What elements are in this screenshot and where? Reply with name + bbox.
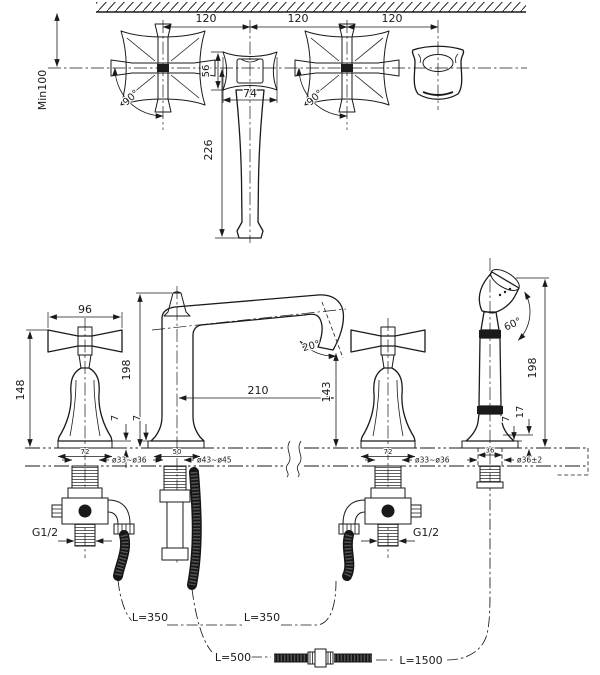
dim-7-handle: 7 [110, 415, 121, 421]
dim-50: 50 [173, 448, 182, 456]
bottom-view: 60° 96 148 198 7 7 210 143 [13, 258, 589, 668]
dim-56: 56 [201, 65, 212, 78]
hose-l350-2: L=350 [244, 611, 280, 624]
dim-72-right: 72 [384, 448, 393, 456]
left-dims: 96 148 198 7 7 [13, 292, 172, 468]
dim-120-row: 120 120 120 [162, 11, 439, 30]
dim-210: 210 [248, 384, 269, 397]
top-view: 120 120 120 Min100 90° 90° [35, 2, 527, 243]
dim-120-2: 120 [288, 12, 309, 25]
dim-7-spout: 7 [132, 415, 143, 421]
dim-120-3: 120 [382, 12, 403, 25]
hole-callouts: 72 ø33~ø36 50 ø43~ø45 72 ø33~ø36 36 ø36±… [57, 446, 543, 466]
below-deck-shower [476, 465, 504, 489]
dim-198-shower: 198 [526, 358, 539, 379]
dia-36pm2: ø36±2 [517, 456, 542, 465]
dim-min100-label: Min100 [36, 70, 49, 111]
dim-143: 143 [320, 382, 333, 403]
dim-min100: Min100 [35, 13, 60, 112]
jumper-hose [274, 648, 372, 668]
thread-g12-right: G1/2 [413, 526, 439, 539]
angle-20: 20° [301, 339, 321, 354]
thread-g12-left: G1/2 [32, 526, 58, 539]
angle-60: 60° [503, 316, 524, 333]
dia-33-36-right: ø33~ø36 [415, 456, 450, 465]
dim-36: 36 [486, 447, 495, 455]
dim-120-1: 120 [196, 12, 217, 25]
dim-96: 96 [78, 303, 92, 316]
hose-l350-1: L=350 [132, 611, 168, 624]
hose-callouts: L=350 L=350 L=500 L=1500 [117, 488, 491, 668]
spout-dims: 56 74 226 [200, 51, 278, 239]
hose-l500: L=500 [215, 651, 251, 664]
hose-l1500: L=1500 [399, 654, 442, 667]
wall-hatching [96, 2, 526, 13]
dim-148: 148 [14, 380, 27, 401]
dim-17: 17 [515, 406, 526, 419]
deck-section [25, 440, 589, 478]
handle-side-view [411, 45, 465, 100]
dim-198-spout: 198 [120, 360, 133, 381]
below-deck-left: G1/2 [31, 465, 135, 581]
dim-74: 74 [243, 87, 257, 100]
below-deck-right: G1/2 [338, 465, 440, 581]
dim-226: 226 [202, 140, 215, 161]
spout-reach-dims: 210 143 20° [178, 338, 339, 447]
dia-43-45: ø43~ø45 [197, 456, 232, 465]
handshower: 60° [461, 269, 531, 449]
dia-33-36-left: ø33~ø36 [112, 456, 147, 465]
below-deck-spout [159, 465, 202, 590]
dim-72-left: 72 [81, 448, 90, 456]
dim-7-shower: 7 [501, 416, 512, 422]
shower-dims: 198 17 7 [500, 277, 549, 462]
